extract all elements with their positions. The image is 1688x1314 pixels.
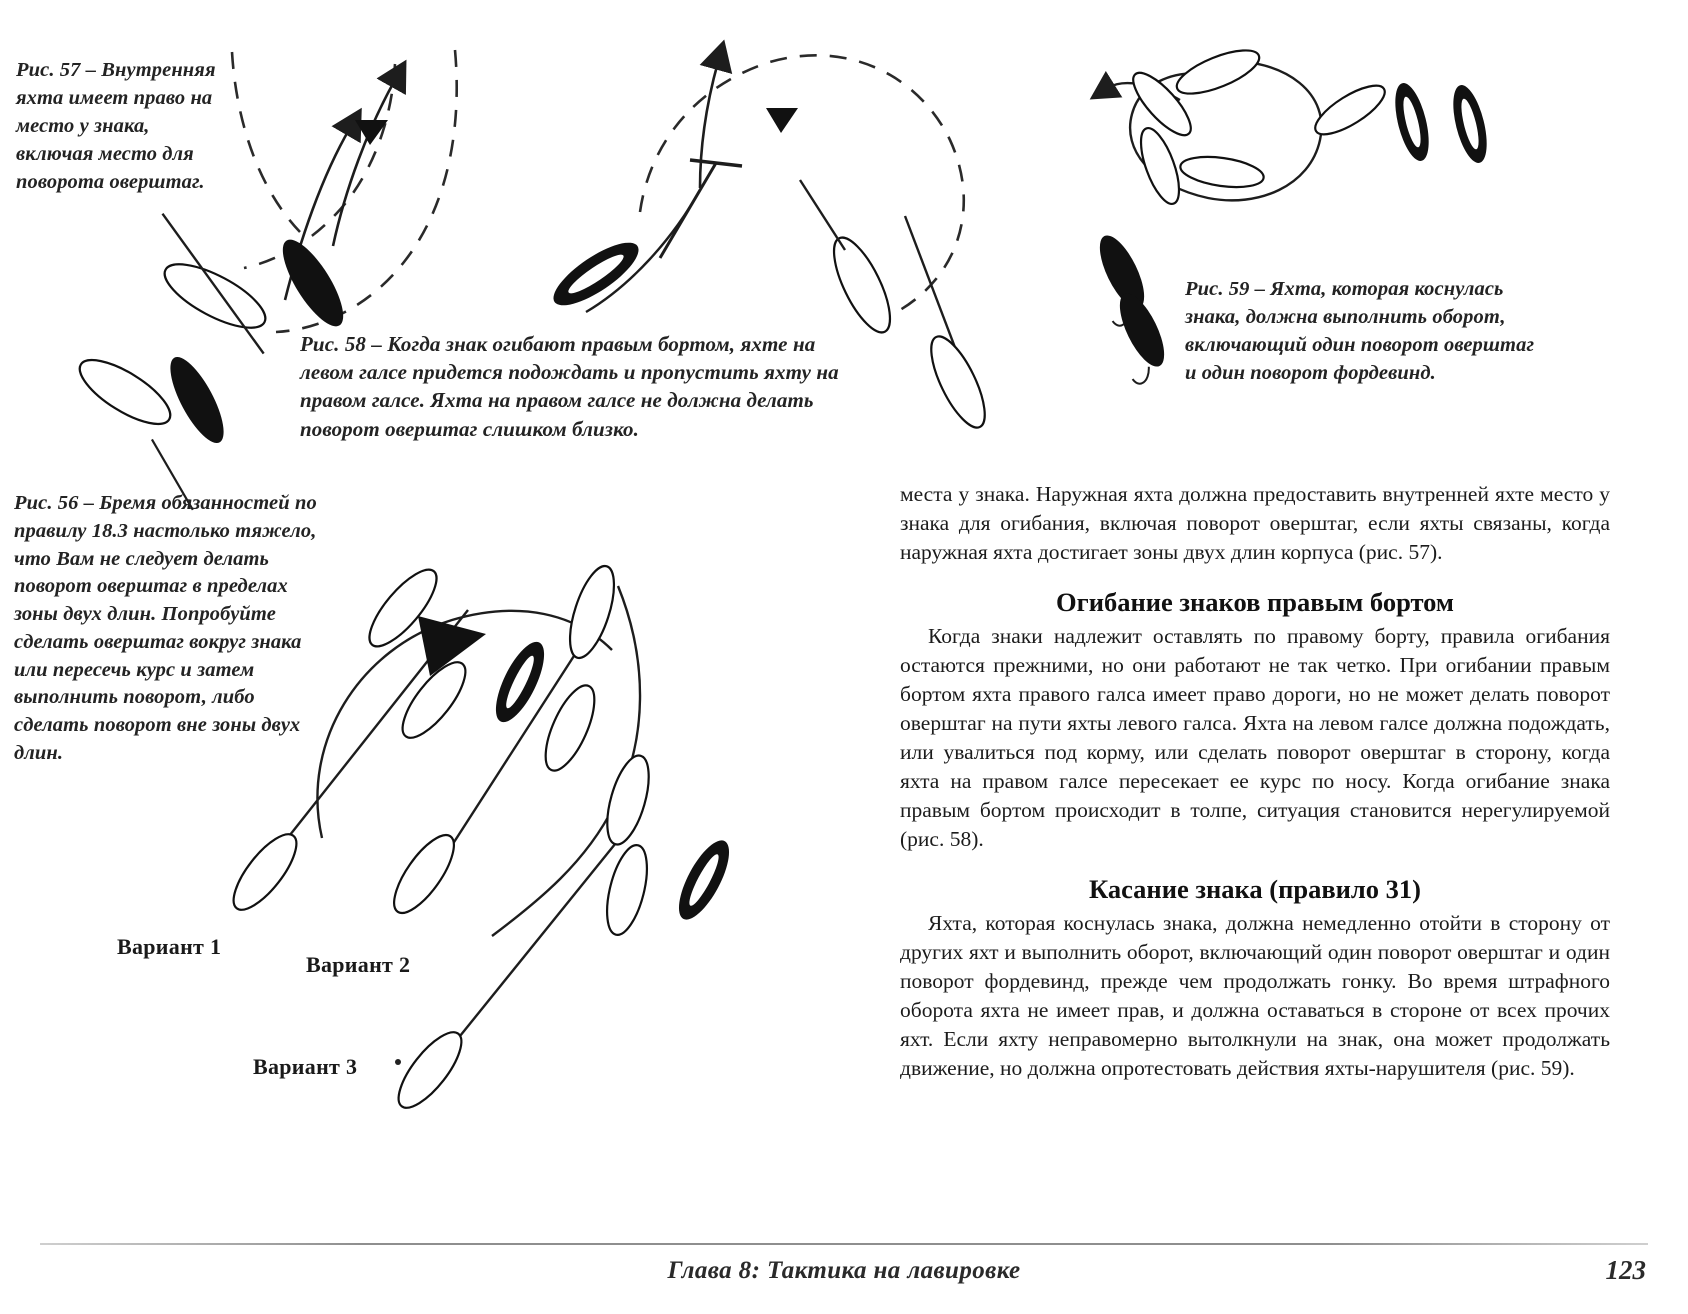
figure-56-caption: Рис. 56 – Бремя обязанностей по правилу …: [14, 492, 317, 764]
figure-59-caption: Рис. 59 – Яхта, которая коснулась знака,…: [1185, 278, 1535, 385]
heading-touching-mark: Касание знака (правило 31): [1088, 873, 1421, 904]
paragraph-continued: места у знака. Наружная яхта должна пред…: [900, 482, 1610, 564]
right-text-column: места у знака. Наружная яхта должна пред…: [900, 480, 1610, 1083]
paragraph-rounding-marks: Когда знаки надлежит оставлять по правом…: [900, 624, 1610, 851]
variant-1-label: Вариант 1: [117, 934, 222, 959]
variant-3-label: Вариант 3: [253, 1054, 358, 1079]
figure-57-caption: Рис. 57 – Внутренняя яхта имеет право на…: [16, 59, 216, 193]
variant-2-label: Вариант 2: [306, 952, 411, 977]
footer-chapter-title: Глава 8: Тактика на лавировке: [667, 1257, 1021, 1284]
figure-58-caption: Рис. 58 – Когда знак огибают правым борт…: [300, 332, 839, 441]
paragraph-touching-mark: Яхта, которая коснулась знака, должна не…: [900, 911, 1610, 1080]
footer-divider: [40, 1243, 1648, 1245]
page-number: 123: [1605, 1255, 1647, 1285]
heading-rounding-marks: Огибание знаков правым бортом: [1056, 586, 1454, 617]
